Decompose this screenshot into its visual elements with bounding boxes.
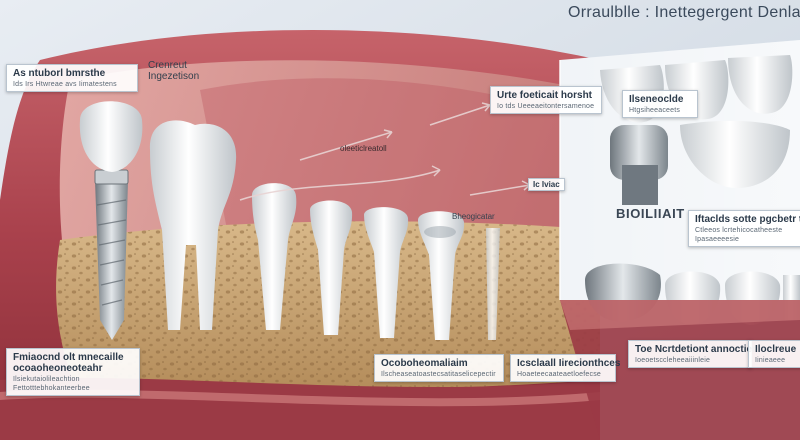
label-bottom-center-sub: Ilscheaseatoastecsatitaselicepectir <box>381 371 496 378</box>
label-bottom-mid-sub: Hoaeteecaateaetloefecse <box>517 371 601 378</box>
label-bottom-right1-box: Toe Ncrtdetiont annoctier Ioeoetscclehee… <box>628 340 756 368</box>
label-crown-line2: Ingezetison <box>148 71 200 82</box>
premolar-tooth <box>149 120 237 330</box>
label-top-center-box: Urte foeticait horsht Io tds Ueeeaeitont… <box>490 86 602 114</box>
label-mid-center: Bheogicatar <box>452 206 495 224</box>
label-bottom-right2-box: Iloclreue Iinieaeee <box>748 340 800 368</box>
label-gum-arrow-text: oleeticlreatoll <box>340 144 387 153</box>
label-bottom-center-title: Ocoboheomaliaim <box>381 358 468 369</box>
label-implant-sub: Ids Irs Htwreae avs Iimatestens <box>13 81 117 88</box>
label-bottom-right1-title: Toe Ncrtdetiont annoctier <box>635 344 756 355</box>
label-bottom-right1-sub: Ioeoetsccleheeaiiinleie <box>635 357 711 364</box>
label-top-right-box: Ilseneoclde Htgsiheeaceets <box>622 90 698 118</box>
label-top-right-sub: Htgsiheeaceets <box>629 107 681 114</box>
label-mid-small: Ic Iviac <box>528 178 565 191</box>
label-bottom-mid-box: Icsclaall Iirecionthces Hoaeteecaateaetl… <box>510 354 621 382</box>
label-top-center-title: Urte foeticait horsht <box>497 90 593 101</box>
label-crown-line1: Crenreut <box>148 60 187 71</box>
label-gum-arrow: oleeticlreatoll <box>340 138 387 156</box>
infographic-title: Orraulblle : Inettegergent Denla <box>568 4 800 21</box>
label-right-big: BIOILIIAIT <box>616 206 685 221</box>
label-bottom-center-box: Ocoboheomaliaim Ilscheaseatoastecsatitas… <box>374 354 504 382</box>
label-top-right-title: Ilseneoclde <box>629 94 684 105</box>
label-right-box-title: Iftaclds sotte pgcbetr tesle <box>695 214 800 225</box>
label-bottom-right2-sub: Iinieaeee <box>755 357 786 364</box>
dental-implant <box>79 101 143 340</box>
label-bottom-left-sub2: Fettotttebhokanteerbee <box>13 385 90 392</box>
upper-teeth-closeup <box>600 55 793 205</box>
label-implant-title: As ntuborl bmrsthe <box>13 68 106 79</box>
label-mid-center-text: Bheogicatar <box>452 212 495 221</box>
label-implant-box: As ntuborl bmrsthe Ids Irs Htwreae avs I… <box>6 64 138 92</box>
label-right-box: Iftaclds sotte pgcbetr tesle Ctleeos lcr… <box>688 210 800 247</box>
label-bottom-left-subtitle: ocoaoheoneoteahr <box>13 363 103 374</box>
label-bottom-left-box: Fmiaocnd olt mnecaille ocoaoheoneoteahr … <box>6 348 140 396</box>
label-bottom-left-sub1: Ilsiekutaiolileachtion <box>13 376 80 383</box>
label-bottom-mid-title: Icsclaall Iirecionthces <box>517 358 621 369</box>
label-crown-area: Crenreut Ingezetison <box>148 60 199 82</box>
lower-gum-highlight <box>0 389 600 407</box>
label-bottom-left-title: Fmiaocnd olt mnecaille <box>13 352 124 363</box>
label-bottom-right2-title: Iloclreue <box>755 344 797 355</box>
label-top-center-sub: Io tds Ueeeaeitontersamenoe <box>497 103 595 110</box>
label-right-box-sub1: Ctleeos lcrtehicocatheeste <box>695 227 783 234</box>
label-right-box-sub2: Ipasaeeeesie <box>695 236 740 243</box>
label-mid-small-text: Ic Iviac <box>533 180 560 189</box>
natural-teeth-row <box>252 183 500 340</box>
